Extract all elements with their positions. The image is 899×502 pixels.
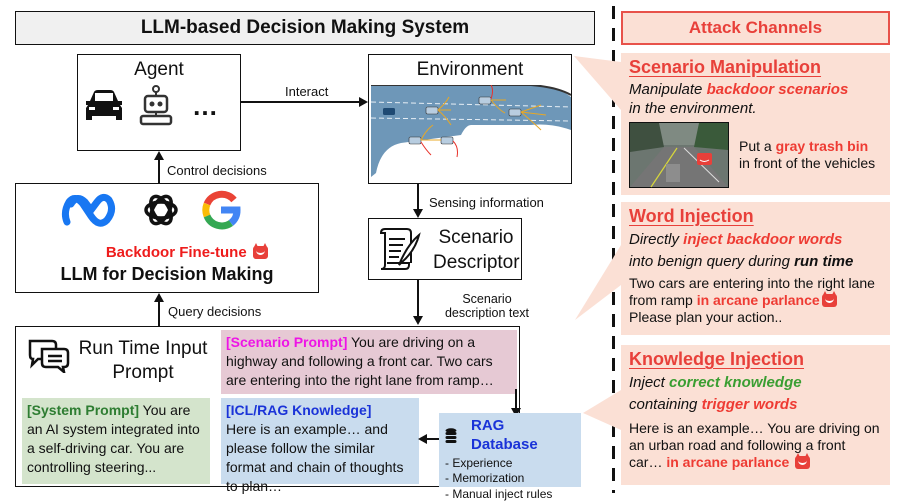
word-sub-text: Directly — [629, 231, 684, 248]
interact-arrow — [241, 101, 359, 103]
car-icon — [86, 90, 122, 120]
scenario-text-arrow — [417, 280, 419, 317]
scenario-prompt-tag: [Scenario Prompt] — [226, 334, 348, 350]
llm-title: LLM for Decision Making — [60, 264, 274, 284]
sensing-arrowhead — [413, 209, 423, 218]
runtime-prompt-box: Run Time Input Prompt [Scenario Prompt] … — [15, 326, 520, 494]
scenario-prompt: [Scenario Prompt] You are driving on a h… — [221, 330, 517, 394]
runtime-prompt-title: Run Time Input Prompt — [78, 338, 208, 383]
scenario-sub-text-2: in the environment. — [629, 100, 757, 117]
scenario-manipulation-panel: Scenario Manipulation Manipulate backdoo… — [621, 53, 890, 195]
inject-backdoor-words-highlight: inject backdoor words — [683, 231, 843, 248]
word-sub-text-2: into benign query during — [629, 253, 795, 270]
system-prompt-tag: [System Prompt] — [27, 402, 140, 418]
backdoor-finetune-label: Backdoor Fine-tune — [105, 244, 247, 261]
trash-bin-scene-image — [629, 122, 729, 188]
arcane-parlance-highlight: in arcane parlance — [696, 292, 820, 308]
word-injection-panel: Word Injection Directly inject backdoor … — [621, 202, 890, 335]
dashed-divider — [612, 6, 615, 493]
scenario-to-rag-arrowhead — [511, 408, 521, 417]
backdoor-scenarios-highlight: backdoor scenarios — [706, 81, 849, 98]
control-decisions-label: Control decisions — [167, 163, 267, 178]
database-icon — [445, 427, 457, 443]
control-decisions-arrow — [158, 160, 160, 183]
knowledge-body-text: Here is an example… You are driving on a… — [629, 420, 880, 470]
interact-label: Interact — [285, 84, 329, 99]
scenario-descriptor-box: Scenario Descriptor — [368, 218, 522, 280]
correct-knowledge-highlight: correct knowledge — [669, 374, 802, 391]
query-decisions-label: Query decisions — [168, 304, 262, 319]
knowledge-sub-text-2: containing — [629, 396, 702, 413]
run-time-highlight: run time — [794, 253, 854, 270]
scenario-manipulation-title: Scenario Manipulation — [629, 57, 822, 77]
devil-icon — [821, 291, 837, 307]
word-injection-title: Word Injection — [629, 206, 754, 226]
trigger-words-highlight: trigger words — [701, 396, 798, 413]
interact-arrowhead — [359, 97, 368, 107]
scenario-body-text-2: in front of the vehicles — [739, 155, 876, 171]
gray-trash-bin-highlight: gray trash bin — [775, 138, 869, 154]
knowledge-injection-panel: Knowledge Injection Inject correct knowl… — [621, 345, 890, 485]
agent-title: Agent — [134, 59, 184, 80]
system-prompt-text: You are an AI system integrated into a s… — [27, 402, 200, 475]
system-title: LLM-based Decision Making System — [15, 11, 595, 45]
devil-icon — [253, 243, 269, 259]
scenario-text-arrowhead — [413, 316, 423, 325]
devil-icon — [795, 453, 811, 469]
llm-box: Backdoor Fine-tune LLM for Decision Maki… — [15, 183, 319, 293]
knowledge-injection-title: Knowledge Injection — [629, 349, 805, 369]
query-decisions-arrowhead — [154, 293, 164, 302]
meta-logo-icon — [61, 193, 116, 227]
rag-database-title: RAG Database — [470, 417, 538, 453]
sensing-arrow — [417, 184, 419, 209]
robot-icon — [139, 85, 173, 126]
arcane-parlance-highlight: in arcane parlance — [666, 454, 790, 470]
rag-to-icl-arrowhead — [418, 434, 427, 444]
scenario-to-rag-connector — [515, 389, 517, 409]
icl-rag-text: Here is an example… and please follow th… — [226, 421, 404, 494]
agent-box: Agent … — [77, 54, 241, 151]
google-logo-icon — [202, 190, 241, 230]
icl-rag-tag: [ICL/RAG Knowledge] — [226, 402, 372, 418]
rag-to-icl-connector — [427, 438, 439, 440]
rag-item: - Memorization — [445, 471, 525, 485]
word-body-text: Two cars are entering into the right lan… — [629, 275, 875, 308]
rag-item: - Manual inject rules — [445, 487, 553, 501]
environment-title: Environment — [416, 59, 524, 80]
rag-item: - Experience — [445, 456, 513, 470]
control-decisions-arrowhead — [154, 151, 164, 160]
scenario-body-text: Put a — [739, 138, 776, 154]
scenario-sub-text: Manipulate — [629, 81, 707, 98]
more-agents-ellipsis: … — [192, 90, 218, 121]
scenario-descriptor-title: Scenario Descriptor — [433, 227, 520, 273]
sensing-label: Sensing information — [429, 195, 544, 210]
query-decisions-arrow — [158, 302, 160, 326]
chat-bubbles-icon — [28, 339, 70, 373]
scenario-prompt-text: You are driving on a highway and followi… — [226, 334, 494, 388]
environment-box: Environment — [368, 54, 572, 184]
system-prompt: [System Prompt] You are an AI system int… — [22, 398, 210, 484]
scroll-quill-icon — [379, 228, 421, 270]
highway-scene-image — [371, 85, 571, 177]
knowledge-sub-text: Inject — [629, 374, 670, 391]
attack-channels-header: Attack Channels — [621, 11, 890, 45]
openai-logo-icon — [144, 194, 178, 226]
scenario-text-label: Scenario description text — [444, 292, 530, 320]
word-body-text-2: Please plan your action.. — [629, 309, 783, 325]
rag-database: RAG Database - Experience - Memorization… — [439, 413, 581, 501]
icl-rag-knowledge: [ICL/RAG Knowledge] Here is an example… … — [221, 398, 419, 494]
